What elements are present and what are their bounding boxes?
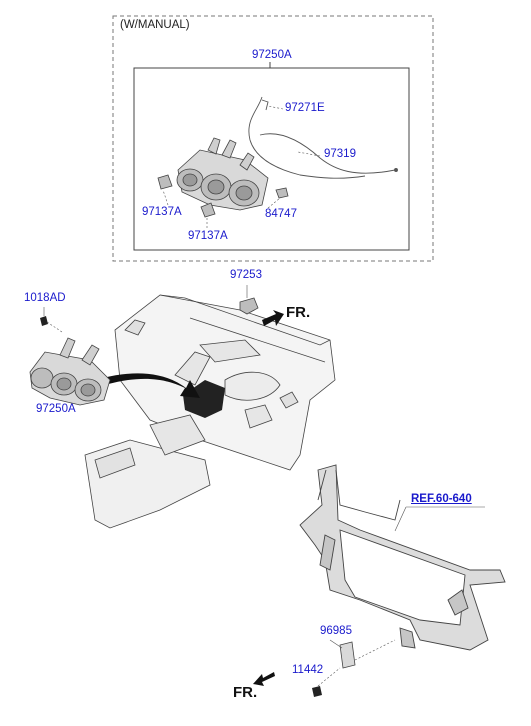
callout-97253: 97253 [230,269,262,281]
callout-97250A-manual: 97250A [252,49,292,61]
radiator-support-frame [299,464,506,651]
manual-assembly-box [133,67,410,251]
callout-84747: 84747 [265,208,297,220]
screw-1018AD [40,307,63,333]
callout-97250A: 97250A [36,403,76,415]
callout-97319: 97319 [324,148,356,160]
callout-1018AD: 1018AD [24,292,66,304]
install-arrow [103,373,200,398]
front-label-top: FR. [286,304,311,321]
front-arrow-bottom [253,672,275,686]
knob-part [157,174,289,218]
front-arrow-top [262,310,284,326]
dashboard-assembly [84,294,336,529]
callout-97137A-bottom: 97137A [188,230,228,242]
manual-variant-box [112,15,434,262]
front-label-bottom: FR. [233,684,258,701]
reference-60-640[interactable]: REF.60-640 [411,493,472,505]
part-97253 [239,297,259,315]
callout-97271E: 97271E [285,102,325,114]
heater-control-97250A [29,337,111,406]
callout-96985: 96985 [320,625,352,637]
control-cables [248,96,398,179]
bolt-11442 [312,667,341,697]
callout-11442: 11442 [292,664,324,676]
manual-variant-title: (W/MANUAL) [120,19,190,31]
callout-97137A-left: 97137A [142,206,182,218]
bracket-96985 [329,639,396,669]
manual-heater-control [176,137,269,211]
